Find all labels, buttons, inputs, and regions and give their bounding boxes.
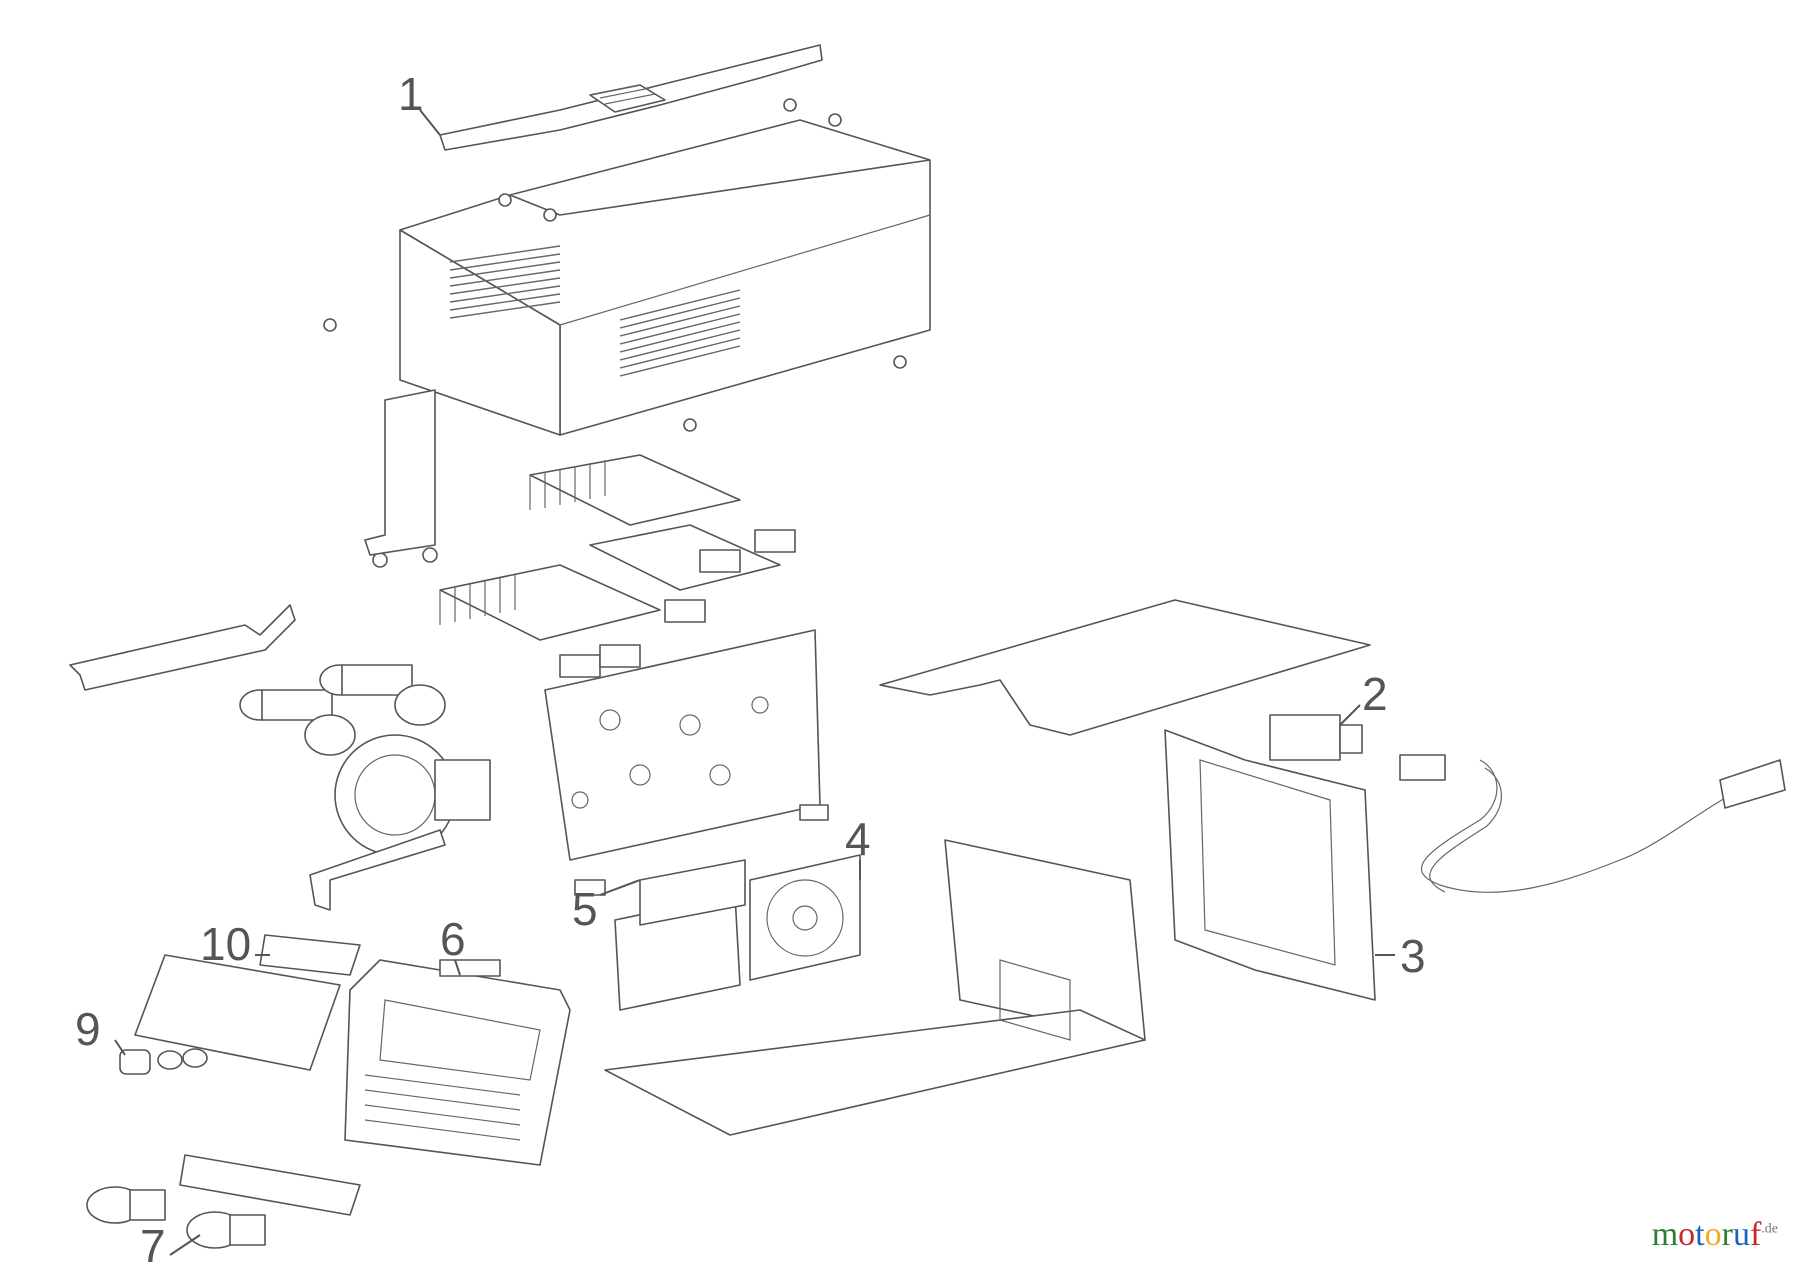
handle-strap <box>439 44 823 151</box>
watermark-logo: motoruf.de <box>1652 1216 1778 1254</box>
watermark-letter: m <box>1651 1216 1679 1253</box>
cover-vent-right <box>619 289 741 377</box>
watermark-letter: o <box>1704 1216 1722 1253</box>
power-switch <box>1269 714 1363 761</box>
callout-10: 10 <box>200 918 251 970</box>
socket-plate <box>179 1154 361 1216</box>
fan-duct <box>614 859 746 1011</box>
lower-bracket <box>69 604 296 691</box>
callout-leaders <box>114 109 1395 1256</box>
watermark-text: motoruf <box>1652 1216 1762 1253</box>
control-pcb <box>259 934 361 976</box>
cover-vent-left <box>449 245 561 319</box>
callout-1: 1 <box>398 68 424 120</box>
transformer-assembly <box>239 664 491 856</box>
callout-9: 9 <box>75 1003 101 1055</box>
watermark-letter: u <box>1732 1216 1750 1253</box>
watermark-letter: t <box>1695 1216 1705 1253</box>
watermark-letter: o <box>1678 1216 1696 1253</box>
potentiometer-knob <box>119 1048 208 1075</box>
rear-frame <box>1164 729 1376 1001</box>
power-cable <box>1399 754 1786 893</box>
callout-5: 5 <box>572 883 598 935</box>
top-cover <box>399 119 931 436</box>
callout-labels: 1 2 3 4 5 6 7 9 10 <box>75 68 1426 1272</box>
front-plate <box>134 954 341 1071</box>
callout-2: 2 <box>1362 668 1388 720</box>
watermark-letter: f <box>1749 1216 1762 1253</box>
callout-7: 7 <box>140 1220 166 1272</box>
callout-3: 3 <box>1400 930 1426 982</box>
chassis-base <box>604 839 1146 1136</box>
terminal-sockets <box>86 1186 266 1249</box>
main-pcb <box>544 629 829 896</box>
watermark-suffix: .de <box>1761 1221 1778 1237</box>
callout-6: 6 <box>440 913 466 965</box>
screws <box>323 98 907 568</box>
cooling-fan <box>749 854 861 981</box>
watermark-letter: r <box>1721 1216 1733 1253</box>
small-bracket <box>309 829 446 911</box>
front-frame <box>344 959 571 1166</box>
callout-4: 4 <box>845 813 871 865</box>
heat-sinks <box>439 454 796 678</box>
insulation-sheet <box>879 599 1371 736</box>
mounting-bracket <box>364 389 436 556</box>
